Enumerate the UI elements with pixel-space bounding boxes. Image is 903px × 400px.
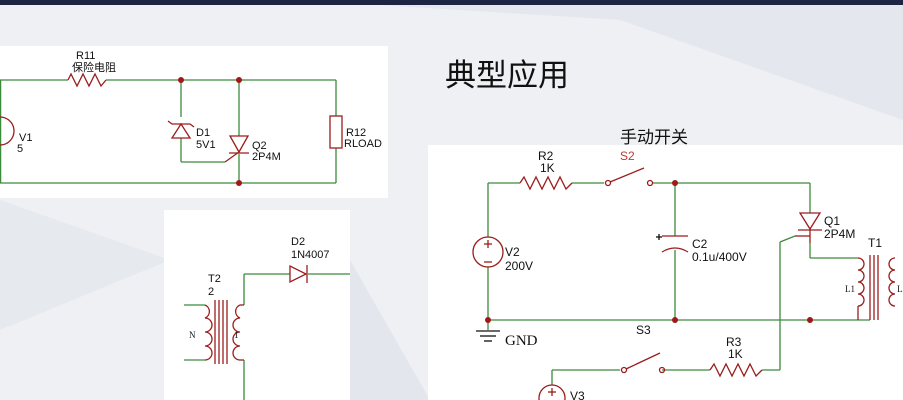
t1-ref: T1 [868,236,882,250]
t2-ref: T2 [208,273,221,285]
c2-capacitor [656,234,689,253]
r12-ref: R12 [346,127,366,139]
r12-value: RLOAD [344,138,382,150]
d2-value: 1N4007 [291,249,330,261]
circuit-c-wires [487,182,870,385]
circuit-c [472,167,896,400]
manual-switch-caption: 手动开关 [620,128,688,147]
r3-value: 1K [728,347,743,361]
q2-value: 2P4M [252,151,281,163]
d1-zener-diode [167,120,195,139]
s2-switch [604,167,654,187]
circuit-c-labels: R2 1K 手动开关 S2 C2 0.1u/400V V2 200V Q1 2P… [505,128,903,400]
t1-pin-l2: L2 [897,284,903,294]
d1-ref: D1 [196,127,210,139]
v3-source [538,384,566,400]
q1-ref: Q1 [824,214,840,228]
gnd-symbol [476,330,500,342]
d1-value: 5V1 [196,139,216,151]
v3-ref: V3 [570,389,585,400]
slide-title: 典型应用 [445,58,569,94]
circuit-a-wires [0,79,337,184]
circuit-b [184,264,350,400]
r3-resistor [709,362,763,378]
v2-ref: V2 [505,245,520,259]
q1-value: 2P4M [824,227,855,241]
v2-source [472,236,504,268]
v2-value: 200V [505,259,533,273]
gnd-label: GND [505,333,538,349]
r2-value: 1K [540,161,555,175]
d2-ref: D2 [291,236,305,248]
panel-circuit-c [428,145,903,400]
circuit-a [0,72,343,186]
top-bar [0,0,903,5]
circuit-a-nodes [178,77,242,186]
circuit-c-nodes [485,180,813,323]
r12-resistor [329,115,343,149]
r2-resistor [519,175,573,191]
t1-pin-l1: L1 [845,284,855,294]
r2-ref: R2 [538,149,554,163]
t2-pin-1: 1 [234,330,239,340]
t2-pin-n: N [189,330,196,340]
s3-switch [620,352,666,374]
v1-ref: V1 [19,132,32,144]
d2-diode [289,264,308,284]
q1-thyristor [795,212,822,243]
t2-transformer [204,300,244,364]
s2-ref: S2 [620,149,635,163]
v1-source [0,116,15,146]
r3-ref: R3 [726,335,742,349]
circuit-b-wires [184,273,350,400]
c2-ref: C2 [692,237,708,251]
s3-ref: S3 [636,323,651,337]
panel-circuit-a [0,46,388,198]
q2-thyristor [224,135,250,163]
circuit-a-labels: R11 保险电阻 V1 5 D1 5V1 Q2 2P4M R12 RLOAD [17,50,382,163]
circuit-b-labels: T2 2 N 1 D2 1N4007 [189,236,330,340]
r11-resistor [67,72,107,88]
q2-ref: Q2 [252,140,267,152]
t1-transformer [857,255,896,320]
t2-value: 2 [208,286,214,298]
r11-value: 保险电阻 [72,60,116,74]
c2-value: 0.1u/400V [692,250,747,264]
r11-ref: R11 [76,50,95,62]
v1-value: 5 [17,143,23,155]
